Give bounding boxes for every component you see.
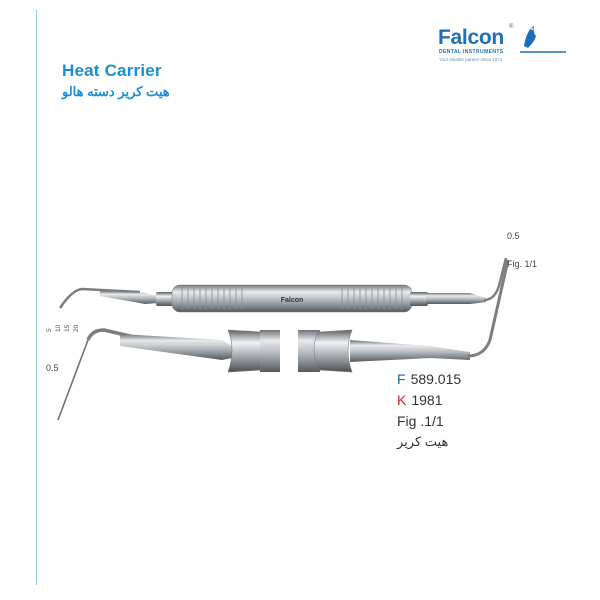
depth-mark-5: 5 — [46, 328, 53, 332]
k-code-prefix: K — [397, 392, 407, 408]
brand-tagline: Your reliable partner since 1971 — [439, 57, 503, 62]
top-figure-label: Fig. 1/1 — [507, 259, 538, 269]
figure-label: Fig .1/1 — [397, 413, 444, 429]
handle-grip-right — [341, 287, 403, 310]
k-code-value: 1981 — [411, 392, 443, 408]
left-tip-size-label: 0.5 — [46, 363, 59, 373]
brand-registered-mark: ® — [509, 24, 514, 30]
product-title-persian: هیت کریر دسته هالو — [62, 84, 170, 99]
f-code-value: 589.015 — [410, 371, 462, 387]
brand-logo: Falcon ® DENTAL INSTRUMENTS Your reliabl… — [438, 24, 568, 68]
brand-subtitle: DENTAL INSTRUMENTS — [439, 49, 504, 55]
falcon-bird-icon — [520, 26, 566, 53]
product-name-persian: هیت کریر — [397, 434, 449, 449]
depth-mark-15: 15 — [64, 324, 71, 332]
top-tip-size-label: 0.5 — [507, 231, 520, 241]
left-divider-rule — [36, 10, 37, 585]
depth-mark-20: 20 — [73, 324, 80, 332]
brand-name: Falcon — [438, 26, 504, 49]
handle-grip-left — [181, 287, 243, 310]
full-instrument-top — [58, 257, 508, 313]
enlarged-working-ends — [57, 259, 510, 421]
depth-mark-10: 10 — [55, 324, 62, 332]
product-title-english: Heat Carrier — [62, 61, 162, 80]
f-code-prefix: F — [397, 371, 406, 387]
